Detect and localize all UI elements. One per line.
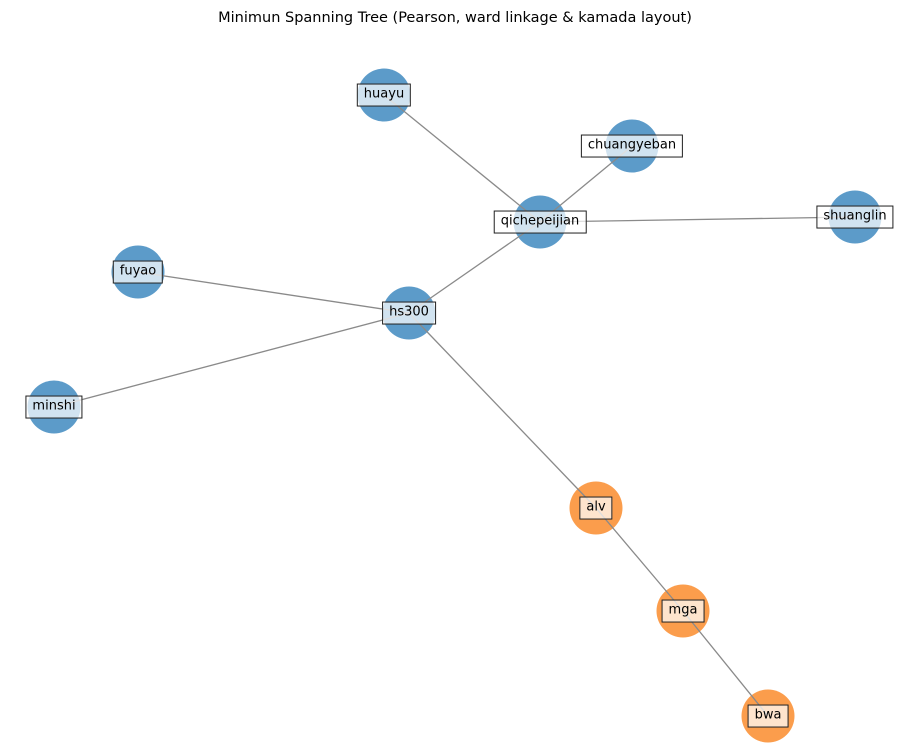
node-label-chuangyeban: chuangyeban bbox=[580, 134, 684, 158]
node-label-alv: alv bbox=[579, 496, 613, 520]
node-label-qichepeijian: qichepeijian bbox=[493, 210, 587, 234]
edge-qichepeijian-hs300 bbox=[408, 221, 541, 314]
edge-minshi-hs300 bbox=[53, 312, 410, 408]
node-label-mga: mga bbox=[661, 599, 705, 623]
edge-huayu-qichepeijian bbox=[383, 94, 541, 223]
edge-qichepeijian-shuanglin bbox=[539, 216, 856, 223]
node-label-bwa: bwa bbox=[747, 704, 789, 728]
node-label-fuyao: fuyao bbox=[112, 260, 164, 284]
edge-chuangyeban-qichepeijian bbox=[539, 145, 633, 223]
node-label-huayu: huayu bbox=[356, 83, 412, 107]
chart-title: Minimun Spanning Tree (Pearson, ward lin… bbox=[218, 10, 692, 26]
node-label-hs300: hs300 bbox=[382, 301, 436, 325]
edge-mga-bwa bbox=[682, 610, 769, 717]
edge-fuyao-hs300 bbox=[137, 271, 410, 314]
edge-hs300-alv bbox=[408, 312, 597, 509]
node-label-minshi: minshi bbox=[25, 395, 83, 419]
node-label-shuanglin: shuanglin bbox=[816, 205, 894, 229]
edge-alv-mga bbox=[595, 507, 684, 612]
